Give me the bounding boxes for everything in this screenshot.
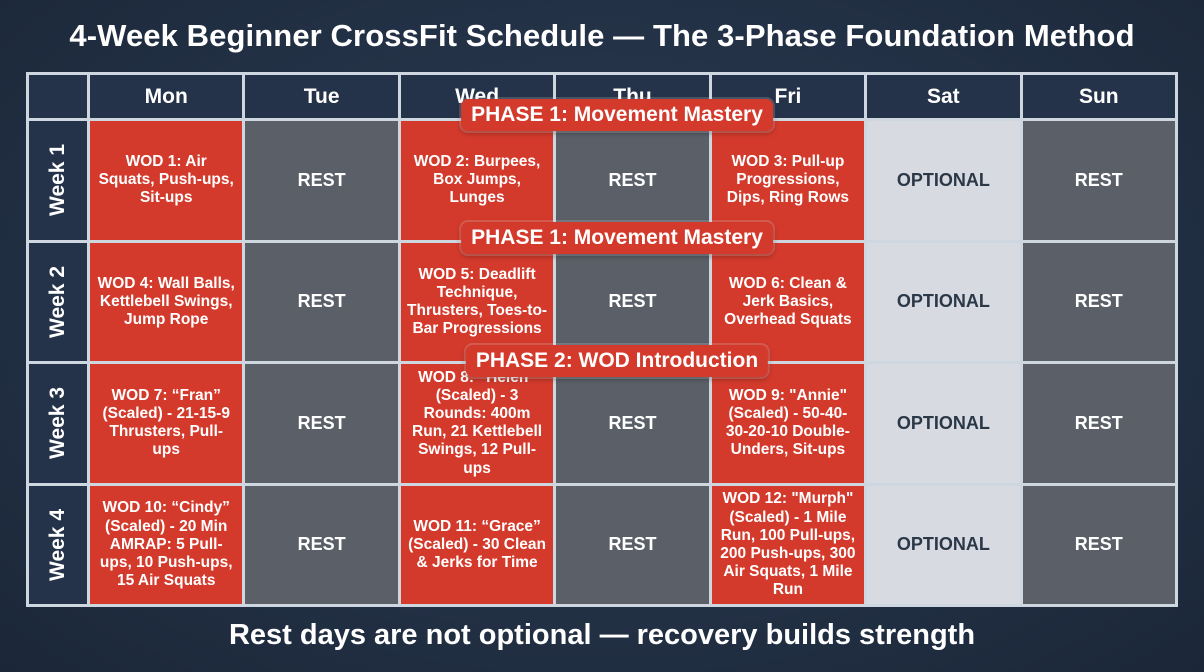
schedule-cell-wod: WOD 1: Air Squats, Push-ups, Sit-ups <box>90 121 243 240</box>
phase-banner: PHASE 1: Movement Mastery <box>461 99 773 131</box>
schedule-cell-rest: REST <box>556 485 709 604</box>
week-label-1: Week 1 <box>29 121 87 240</box>
schedule-cell-rest: REST <box>1022 485 1175 604</box>
week-label-4: Week 4 <box>29 485 87 604</box>
schedule-cell-rest: REST <box>1022 121 1175 240</box>
week-label-text: Week 1 <box>46 144 69 217</box>
phase-banner: PHASE 2: WOD Introduction <box>465 345 769 377</box>
schedule-cell-wod: WOD 4: Wall Balls, Kettlebell Swings, Ju… <box>90 242 243 361</box>
schedule-cell-rest: REST <box>245 242 398 361</box>
schedule-cell-wod: WOD 10: “Cindy” (Scaled) - 20 Min AMRAP:… <box>90 485 243 604</box>
page-title: 4-Week Beginner CrossFit Schedule — The … <box>69 18 1135 53</box>
schedule-cell-wod: WOD 8: “Helen” (Scaled) - 3 Rounds: 400m… <box>400 364 554 483</box>
week-label-2: Week 2 <box>29 242 87 361</box>
schedule-cell-optional: OPTIONAL <box>867 242 1020 361</box>
schedule-grid: Mon Tue Wed Thu Fri Sat Sun Week 1 WOD 1… <box>26 72 1178 607</box>
schedule-cell-wod: WOD 12: "Murph" (Scaled) - 1 Mile Run, 1… <box>711 485 865 604</box>
day-header-sun: Sun <box>1022 75 1175 118</box>
day-header-sat: Sat <box>867 75 1020 118</box>
schedule-cell-wod: WOD 3: Pull-up Progressions, Dips, Ring … <box>711 121 865 240</box>
schedule-cell-optional: OPTIONAL <box>867 364 1020 483</box>
schedule-cell-optional: OPTIONAL <box>867 121 1020 240</box>
footer-note: Rest days are not optional — recovery bu… <box>228 619 976 651</box>
schedule-cell-rest: REST <box>245 121 398 240</box>
schedule-cell-rest: REST <box>556 121 709 240</box>
schedule-cell-rest: REST <box>245 485 398 604</box>
grid-corner <box>29 75 87 118</box>
schedule-cell-rest: REST <box>1022 364 1175 483</box>
day-header-mon: Mon <box>90 75 243 118</box>
schedule-cell-rest: REST <box>1022 242 1175 361</box>
schedule-cell-wod: WOD 5: Deadlift Technique, Thrusters, To… <box>400 242 554 361</box>
schedule-cell-wod: WOD 9: "Annie" (Scaled) - 50-40-30-20-10… <box>711 364 865 483</box>
schedule-cell-wod: WOD 11: “Grace” (Scaled) - 30 Clean & Je… <box>400 485 554 604</box>
week-label-text: Week 3 <box>46 387 69 460</box>
schedule-cell-rest: REST <box>245 364 398 483</box>
week-label-text: Week 2 <box>46 265 69 338</box>
schedule-cell-optional: OPTIONAL <box>867 485 1020 604</box>
schedule-cell-rest: REST <box>556 242 709 361</box>
week-label-3: Week 3 <box>29 364 87 483</box>
day-header-tue: Tue <box>245 75 398 118</box>
schedule-cell-wod: WOD 6: Clean & Jerk Basics, Overhead Squ… <box>711 242 865 361</box>
schedule-cell-wod: WOD 2: Burpees, Box Jumps, Lunges <box>400 121 554 240</box>
schedule-cell-wod: WOD 7: “Fran” (Scaled) - 21-15-9 Thruste… <box>90 364 243 483</box>
phase-banner: PHASE 1: Movement Mastery <box>461 222 773 254</box>
schedule-cell-rest: REST <box>556 364 709 483</box>
week-label-text: Week 4 <box>46 508 69 581</box>
